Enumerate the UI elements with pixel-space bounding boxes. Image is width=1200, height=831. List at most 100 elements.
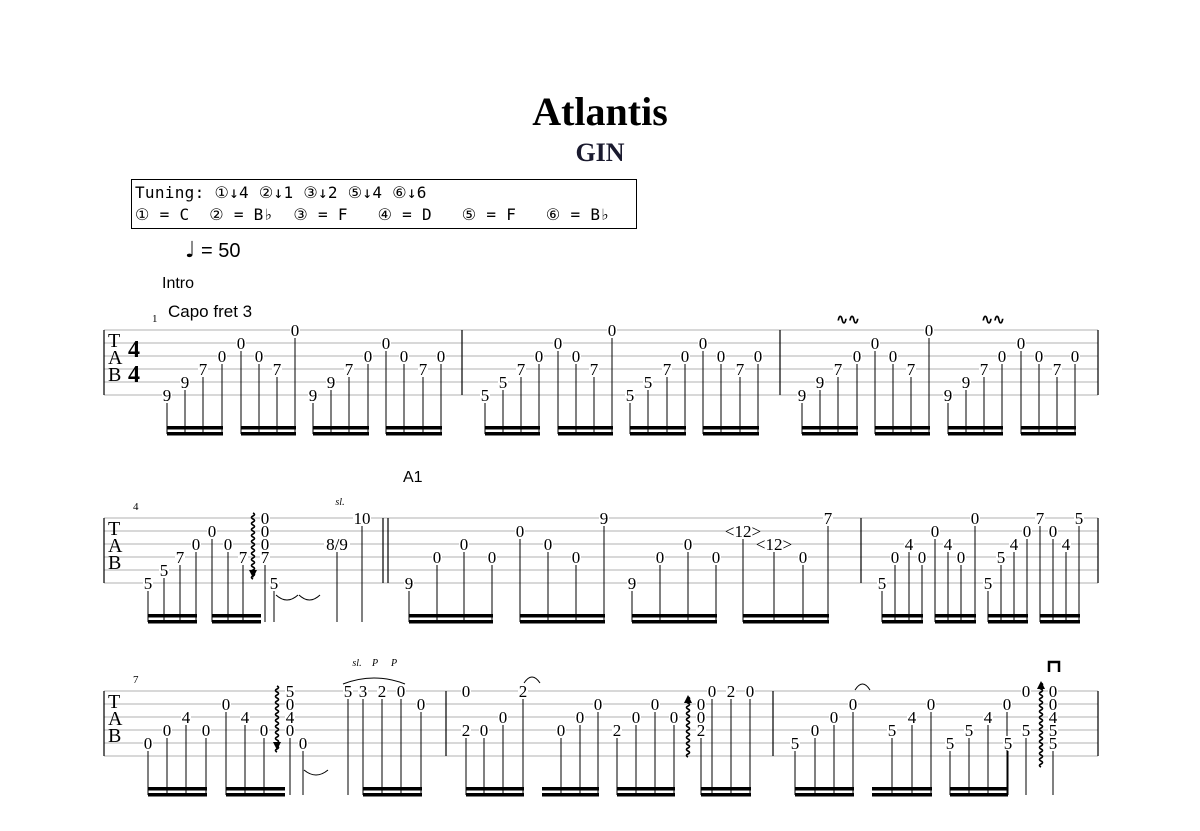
- fret-number: 7: [176, 548, 185, 567]
- fret-bg: [890, 550, 900, 564]
- capo-label: Capo fret 3: [168, 302, 253, 321]
- fret-number: 0: [684, 535, 693, 554]
- fret-number: 5: [1022, 721, 1031, 740]
- fret-bg: [223, 537, 233, 551]
- fret-number: 7: [834, 360, 843, 379]
- fret-bg: [979, 362, 989, 376]
- fret-number: 0: [925, 321, 934, 340]
- fret-bg: [159, 563, 169, 577]
- fret-bg: [696, 697, 706, 711]
- tie: [275, 594, 299, 601]
- fret-bg: [543, 537, 553, 551]
- fret-number: 4: [984, 708, 993, 727]
- beam: [950, 787, 1008, 791]
- fret-bg: [655, 550, 665, 564]
- fret-bg: [259, 723, 269, 737]
- fret-bg: [757, 537, 791, 551]
- fret-bg: [888, 349, 898, 363]
- fret-bg: [815, 375, 825, 389]
- beam: [485, 432, 540, 436]
- fret-bg: [396, 684, 406, 698]
- tab-clef: B: [108, 552, 121, 574]
- fret-number: 0: [576, 708, 585, 727]
- fret-bg: [1048, 697, 1058, 711]
- beam: [558, 432, 613, 436]
- fret-number: 0: [554, 334, 563, 353]
- fret-bg: [516, 362, 526, 376]
- beam: [542, 787, 599, 791]
- fret-number: 0: [717, 347, 726, 366]
- beam: [363, 787, 422, 791]
- fret-bg: [461, 723, 471, 737]
- tab-clef: B: [108, 725, 121, 747]
- fret-number: 0: [931, 522, 940, 541]
- slur: [854, 683, 871, 691]
- fret-bg: [175, 550, 185, 564]
- fret-bg: [790, 736, 800, 750]
- fret-bg: [343, 684, 353, 698]
- fret-bg: [399, 349, 409, 363]
- fret-number: <12>: [756, 535, 792, 554]
- fret-bg: [198, 362, 208, 376]
- fret-bg: [996, 550, 1006, 564]
- fret-number: 5: [1049, 734, 1058, 753]
- fret-number: 0: [746, 682, 755, 701]
- fret-bg: [1035, 511, 1045, 525]
- fret-bg: [930, 524, 940, 538]
- fret-number: 9: [944, 386, 953, 405]
- fret-bg: [1009, 537, 1019, 551]
- fret-bg: [207, 524, 217, 538]
- fret-bg: [272, 362, 282, 376]
- fret-number: 0: [891, 548, 900, 567]
- fret-number: 0: [871, 334, 880, 353]
- beam: [485, 426, 540, 430]
- fret-number: 0: [1017, 334, 1026, 353]
- fret-number: 5: [481, 386, 490, 405]
- fret-number: 0: [754, 347, 763, 366]
- fret-bg: [353, 511, 371, 525]
- fret-bg: [711, 550, 721, 564]
- fret-bg: [285, 697, 295, 711]
- beam: [148, 620, 197, 624]
- fret-number: 2: [519, 682, 528, 701]
- fret-number: 5: [286, 682, 295, 701]
- measure-number: 4: [133, 501, 139, 513]
- fret-number: 0: [397, 682, 406, 701]
- section-a1: A1: [403, 469, 423, 486]
- fret-bg: [240, 710, 250, 724]
- fret-bg: [745, 684, 755, 698]
- beam: [212, 620, 261, 624]
- fret-bg: [753, 349, 763, 363]
- fret-number: 0: [697, 695, 706, 714]
- fret-bg: [1061, 537, 1071, 551]
- fret-bg: [479, 723, 489, 737]
- beam: [520, 614, 605, 618]
- fret-number: 0: [557, 721, 566, 740]
- fret-number: 0: [998, 347, 1007, 366]
- fret-number: 0: [670, 708, 679, 727]
- slur: [523, 676, 541, 684]
- fret-number: 10: [354, 509, 371, 528]
- fret-bg: [593, 697, 603, 711]
- fret-number: 0: [499, 708, 508, 727]
- fret-bg: [735, 362, 745, 376]
- fret-bg: [260, 550, 270, 564]
- fret-number: 0: [811, 721, 820, 740]
- fret-bg: [162, 388, 172, 402]
- fret-number: 0: [364, 347, 373, 366]
- fret-bg: [683, 537, 693, 551]
- beam: [466, 793, 524, 797]
- fret-number: 0: [1049, 522, 1058, 541]
- fret-bg: [945, 736, 955, 750]
- tuning-line-2: ① = C ② = B♭ ③ = F ④ = D ⑤ = F ⑥ = B♭: [135, 205, 611, 224]
- fret-bg: [680, 349, 690, 363]
- fret-number: 0: [286, 695, 295, 714]
- fret-number: 0: [261, 522, 270, 541]
- fret-bg: [404, 576, 414, 590]
- fret-number: 0: [261, 535, 270, 554]
- fret-number: 2: [697, 721, 706, 740]
- fret-bg: [260, 524, 270, 538]
- fret-number: 0: [218, 347, 227, 366]
- fret-number: 0: [433, 548, 442, 567]
